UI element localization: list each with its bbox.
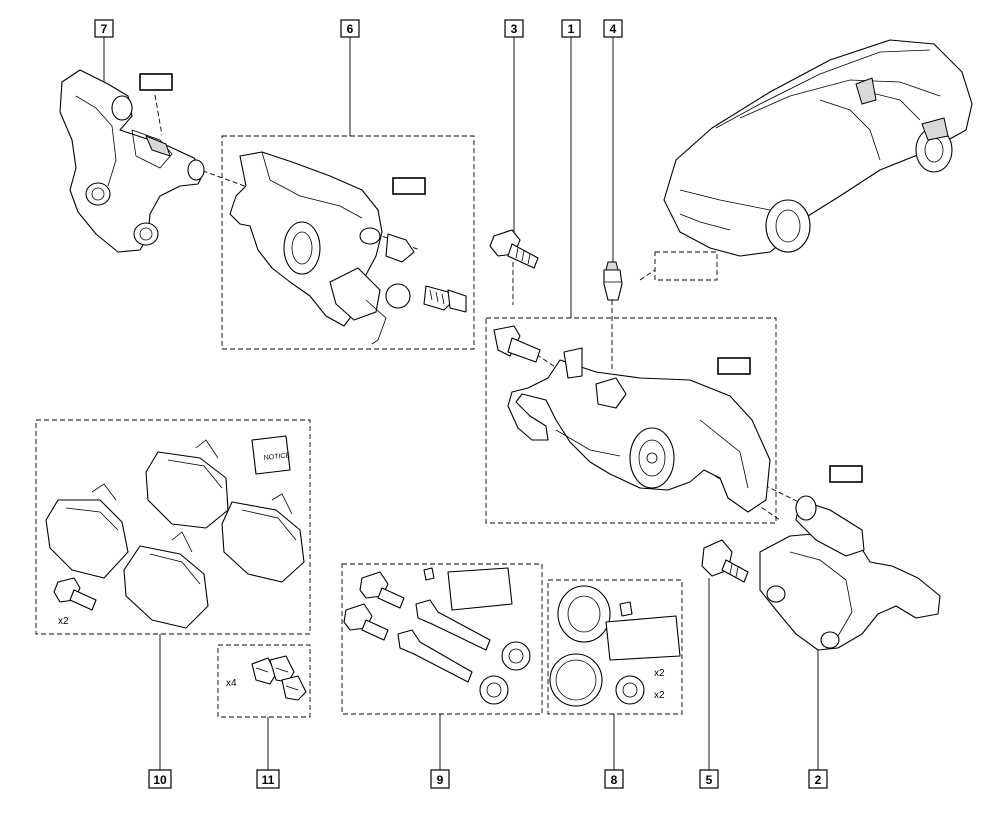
svg-text:9: 9 — [437, 773, 444, 787]
qty-seal-kit-b: x2 — [654, 690, 665, 701]
bracket-part-2 — [759, 495, 941, 651]
frame-group-8 — [547, 579, 683, 715]
callout-9: 9 — [430, 769, 450, 789]
bolt-part-3 — [489, 229, 539, 269]
frame-group-10 — [35, 419, 311, 635]
qty-clips: x4 — [226, 678, 237, 689]
svg-text:3: 3 — [511, 22, 518, 36]
part-1-tag — [717, 357, 751, 375]
callout-2: 2 — [808, 769, 828, 789]
seal-kit-part-8 — [549, 585, 681, 707]
callout-8: 8 — [604, 769, 624, 789]
callout-4: 4 — [603, 19, 623, 38]
callout-10: 10 — [148, 769, 172, 789]
bracket-part-7 — [59, 69, 205, 253]
frame-group-9 — [341, 563, 543, 715]
bleed-screw-part-4 — [603, 261, 623, 301]
svg-text:1: 1 — [568, 22, 575, 36]
part-6-tag — [392, 177, 426, 195]
qty-pad-bolts: x2 — [58, 616, 69, 627]
part-7-tag — [139, 73, 173, 91]
bolt-part-5 — [701, 539, 749, 583]
qty-seal-kit-a: x2 — [654, 668, 665, 679]
vehicle-illustration — [663, 39, 973, 257]
svg-text:10: 10 — [153, 773, 167, 787]
svg-text:8: 8 — [611, 773, 618, 787]
callout-11: 11 — [256, 769, 280, 789]
booklet-label: NOTICE — [263, 452, 290, 462]
guide-pin-kit-part-9 — [343, 567, 531, 705]
part-2-tag — [829, 465, 863, 483]
clips-part-11 — [251, 655, 307, 701]
callout-1: 1 — [561, 19, 581, 38]
caliper-part-1 — [493, 325, 771, 513]
svg-text:6: 6 — [347, 22, 354, 36]
callout-6: 6 — [340, 19, 360, 38]
svg-text:5: 5 — [706, 773, 713, 787]
frame-group-11 — [217, 644, 311, 718]
svg-text:2: 2 — [815, 773, 822, 787]
callout-7: 7 — [94, 19, 114, 38]
brake-pads-part-10 — [45, 435, 305, 629]
callout-5: 5 — [699, 769, 719, 789]
caliper-part-6 — [229, 151, 467, 345]
svg-text:4: 4 — [610, 22, 617, 36]
frame-location-inset — [654, 251, 718, 281]
svg-text:7: 7 — [101, 22, 108, 36]
frame-group-1 — [485, 317, 777, 524]
svg-text:11: 11 — [262, 773, 275, 787]
callout-3: 3 — [504, 19, 524, 38]
